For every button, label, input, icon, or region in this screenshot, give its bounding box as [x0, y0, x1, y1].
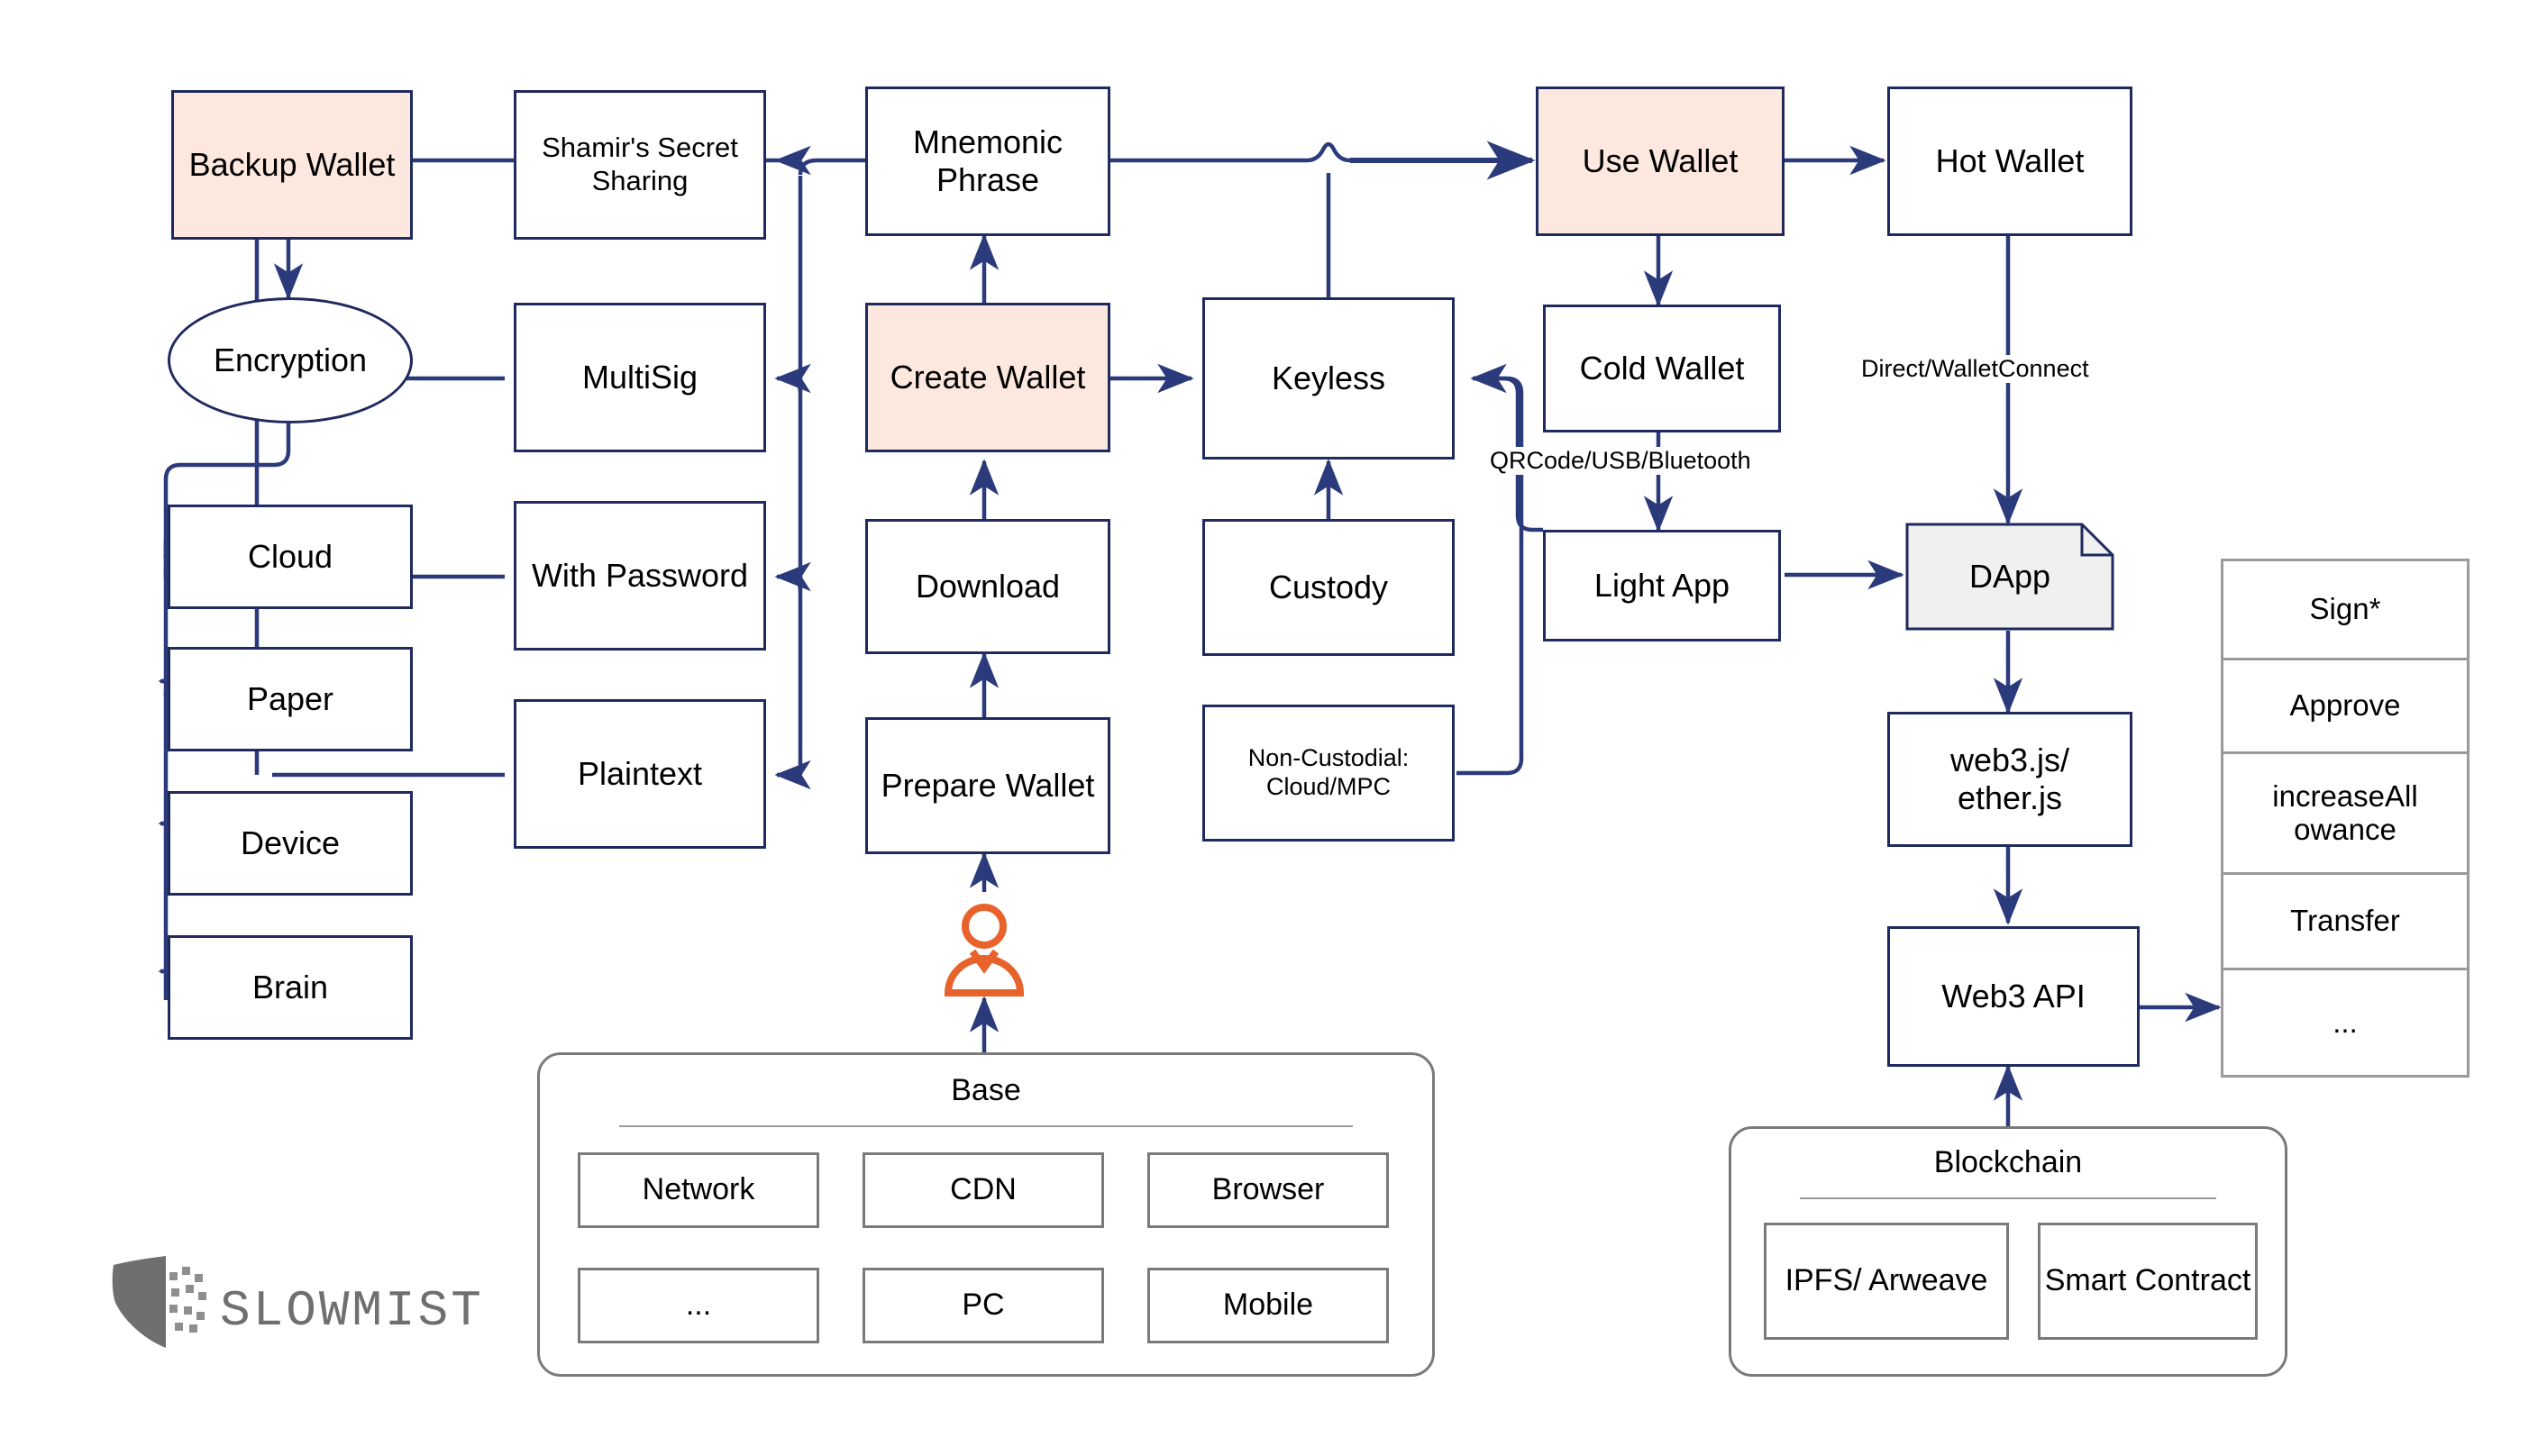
node-dapp[interactable]: DApp: [1905, 523, 2114, 631]
blockchain-chip-ipfs-arweave[interactable]: IPFS/ Arweave: [1764, 1223, 2009, 1340]
node-with-password[interactable]: With Password: [514, 501, 766, 651]
node-download[interactable]: Download: [865, 519, 1110, 654]
base-chip-network[interactable]: Network: [578, 1152, 819, 1228]
base-group-title: Base: [951, 1073, 1021, 1107]
blockchain-group-title: Blockchain: [1933, 1145, 2083, 1179]
base-chip-cdn[interactable]: CDN: [863, 1152, 1104, 1228]
node-backup-wallet[interactable]: Backup Wallet: [171, 90, 413, 240]
table-row[interactable]: Transfer: [2223, 875, 2467, 970]
blockchain-chip-smart-contract[interactable]: Smart Contract: [2038, 1223, 2258, 1340]
node-keyless[interactable]: Keyless: [1202, 297, 1455, 460]
node-cold-wallet[interactable]: Cold Wallet: [1543, 305, 1781, 432]
node-multisig[interactable]: MultiSig: [514, 303, 766, 452]
node-web3-api[interactable]: Web3 API: [1887, 926, 2140, 1067]
node-cloud[interactable]: Cloud: [168, 505, 413, 609]
node-hot-wallet[interactable]: Hot Wallet: [1887, 86, 2132, 236]
node-shamir-secret-sharing[interactable]: Shamir's Secret Sharing: [514, 90, 766, 240]
node-device[interactable]: Device: [168, 791, 413, 896]
base-chip-other[interactable]: ...: [578, 1268, 819, 1343]
base-group: Base Network CDN Browser ... PC Mobile: [537, 1052, 1435, 1377]
node-web3js-etherjs[interactable]: web3.js/ ether.js: [1887, 712, 2132, 847]
node-encryption[interactable]: Encryption: [168, 297, 413, 423]
blockchain-group-rule: [1800, 1197, 2216, 1199]
base-chip-pc[interactable]: PC: [863, 1268, 1104, 1343]
node-custody[interactable]: Custody: [1202, 519, 1455, 656]
blockchain-group: Blockchain IPFS/ Arweave Smart Contract: [1729, 1126, 2287, 1377]
node-mnemonic-phrase[interactable]: Mnemonic Phrase: [865, 86, 1110, 236]
methods-table: Sign* Approve increaseAll owance Transfe…: [2221, 559, 2470, 1078]
edge-label-qrcode-usb-bluetooth: QRCode/USB/Bluetooth: [1485, 447, 1756, 475]
node-plaintext[interactable]: Plaintext: [514, 699, 766, 849]
node-paper[interactable]: Paper: [168, 647, 413, 751]
edge-label-direct-walletconnect: Direct/WalletConnect: [1857, 355, 2094, 383]
node-brain[interactable]: Brain: [168, 935, 413, 1040]
node-use-wallet[interactable]: Use Wallet: [1536, 86, 1785, 236]
table-row[interactable]: Sign*: [2223, 561, 2467, 660]
base-group-rule: [619, 1125, 1353, 1127]
node-light-app[interactable]: Light App: [1543, 530, 1781, 642]
node-create-wallet[interactable]: Create Wallet: [865, 303, 1110, 452]
slowmist-logo: SLOWMIST: [106, 1254, 494, 1353]
slowmist-wordmark: SLOWMIST: [220, 1282, 484, 1340]
table-row[interactable]: Approve: [2223, 660, 2467, 754]
node-prepare-wallet[interactable]: Prepare Wallet: [865, 717, 1110, 854]
table-row[interactable]: ...: [2333, 1005, 2358, 1039]
base-chip-mobile[interactable]: Mobile: [1147, 1268, 1389, 1343]
base-chip-browser[interactable]: Browser: [1147, 1152, 1389, 1228]
table-row[interactable]: increaseAll owance: [2223, 754, 2467, 875]
node-non-custodial[interactable]: Non-Custodial: Cloud/MPC: [1202, 705, 1455, 842]
